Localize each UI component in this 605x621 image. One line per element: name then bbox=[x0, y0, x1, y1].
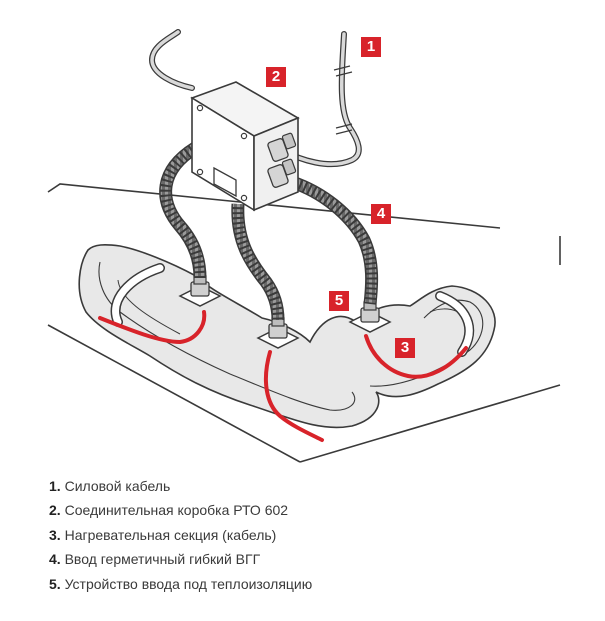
legend-item-3: 3. Нагревательная секция (кабель) bbox=[49, 523, 312, 547]
marker-4: 4 bbox=[371, 204, 391, 224]
junction-box bbox=[190, 81, 300, 212]
legend: 1. Силовой кабель 2. Соединительная коро… bbox=[49, 474, 312, 596]
legend-text: Силовой кабель bbox=[64, 478, 171, 494]
legend-num: 1. bbox=[49, 478, 61, 494]
power-cables bbox=[148, 29, 362, 168]
legend-item-2: 2. Соединительная коробка РТО 602 bbox=[49, 498, 312, 522]
fixing-bands bbox=[110, 263, 475, 357]
legend-text: Ввод герметичный гибкий ВГГ bbox=[64, 551, 261, 568]
marker-1: 1 bbox=[361, 37, 381, 57]
installation-diagram bbox=[47, 29, 561, 468]
legend-num: 4. bbox=[49, 551, 61, 568]
legend-num: 2. bbox=[49, 502, 61, 519]
legend-item-1: 1. Силовой кабель bbox=[49, 474, 312, 498]
legend-item-4: 4. Ввод герметичный гибкий ВГГ bbox=[49, 547, 312, 571]
pipe bbox=[47, 183, 561, 468]
legend-text: Устройство ввода под теплоизоляцию bbox=[64, 575, 313, 592]
marker-3: 3 bbox=[395, 338, 415, 358]
marker-2: 2 bbox=[266, 67, 286, 87]
legend-text: Нагревательная секция (кабель) bbox=[64, 526, 277, 543]
legend-num: 3. bbox=[49, 526, 61, 543]
legend-item-5: 5. Устройство ввода под теплоизоляцию bbox=[49, 572, 312, 596]
heating-cable bbox=[98, 310, 468, 442]
legend-text: Соединительная коробка РТО 602 bbox=[64, 502, 289, 519]
flexible-conduits bbox=[159, 142, 379, 321]
marker-5: 5 bbox=[329, 291, 349, 311]
cable-glands bbox=[267, 132, 297, 188]
entry-devices bbox=[178, 275, 392, 349]
legend-num: 5. bbox=[49, 575, 61, 592]
